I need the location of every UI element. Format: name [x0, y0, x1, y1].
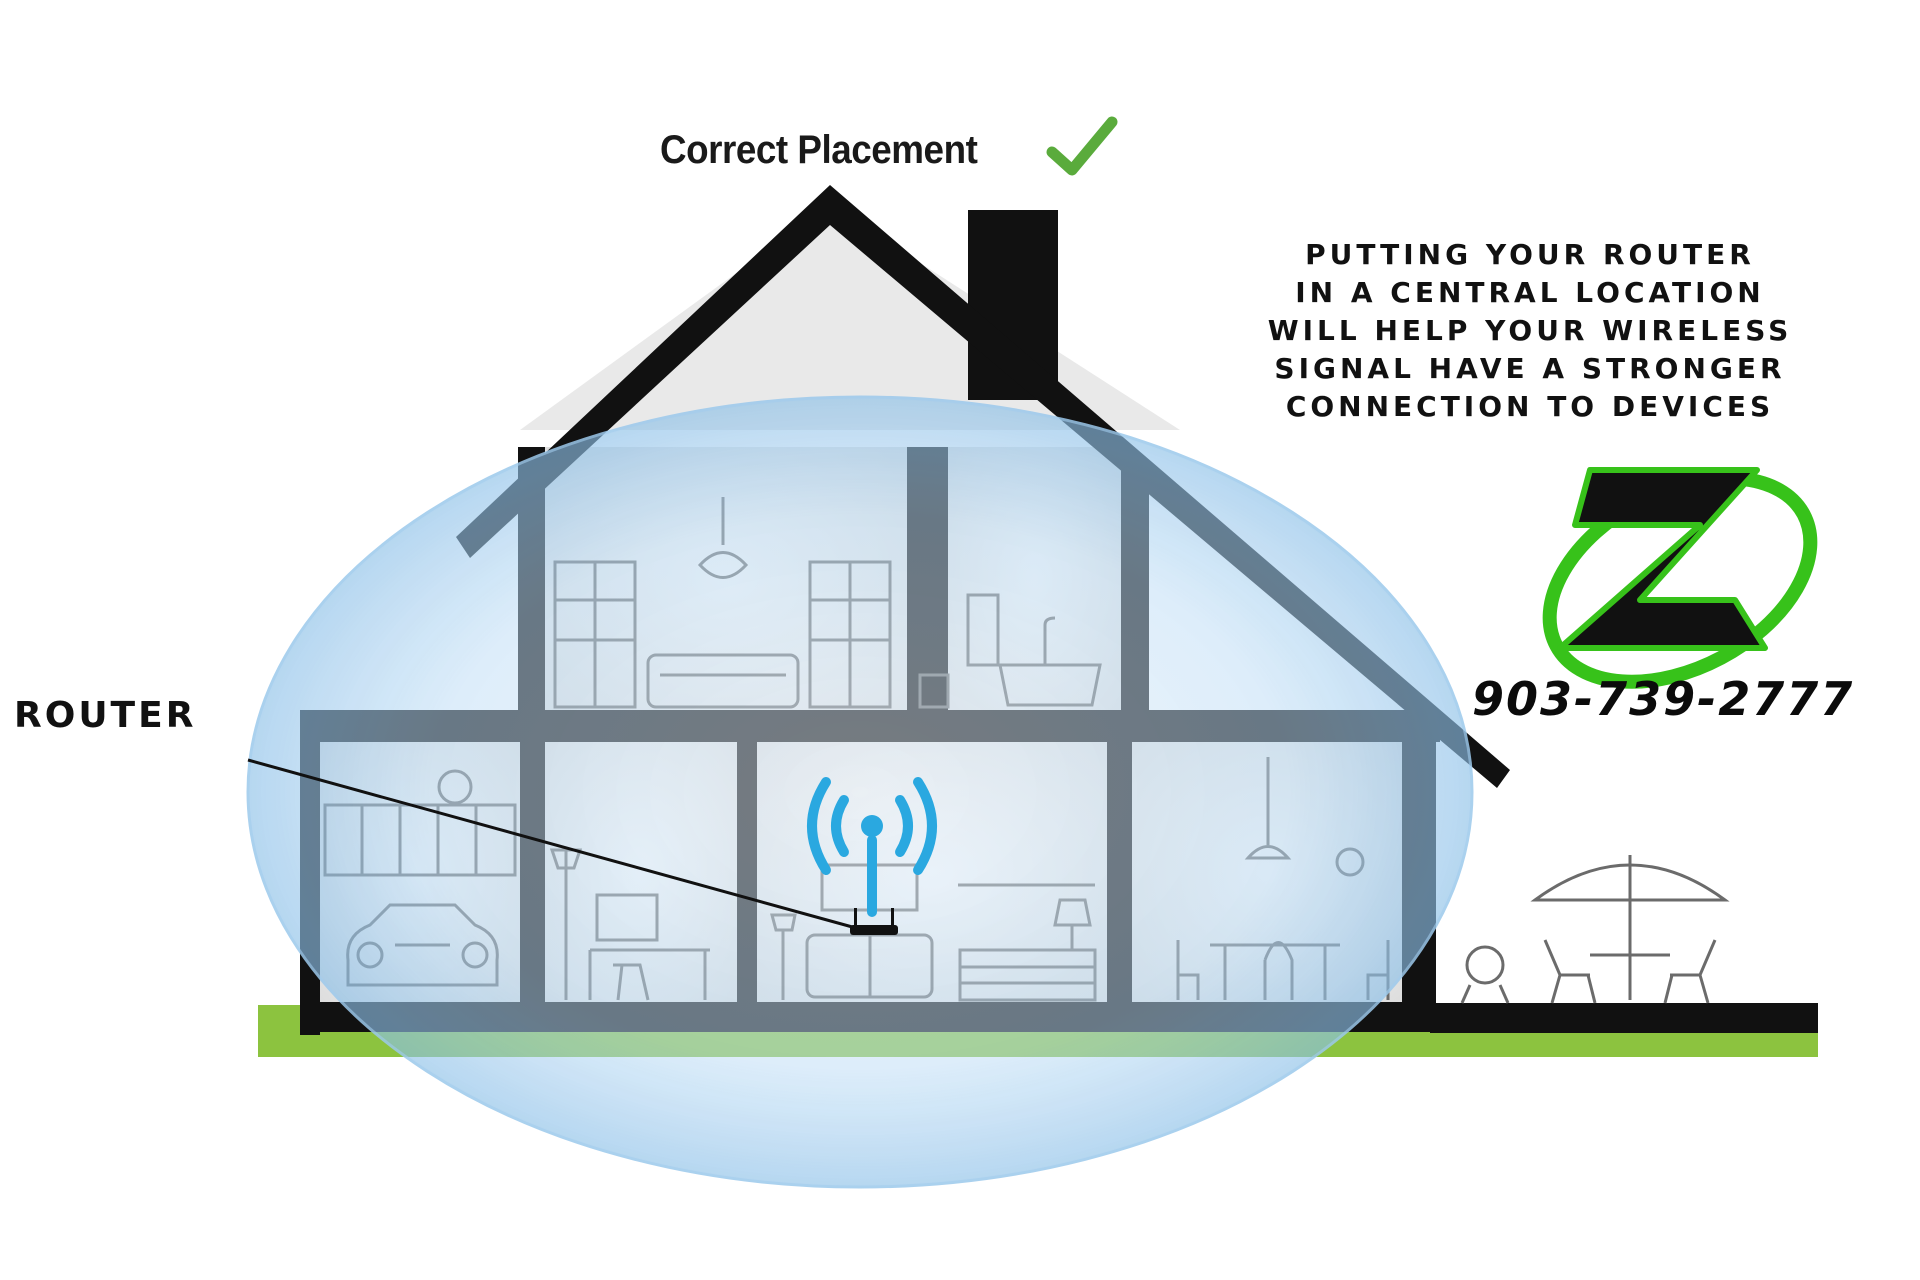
tip-line: SIGNAL HAVE A STRONGER — [1274, 352, 1786, 385]
router-label: ROUTER — [14, 695, 197, 736]
page-title: Correct Placement — [660, 128, 978, 172]
tip-line: PUTTING YOUR ROUTER — [1305, 238, 1755, 271]
tip-line: IN A CENTRAL LOCATION — [1295, 276, 1765, 309]
signal-coverage-area — [246, 395, 1474, 1189]
router-pointer-line — [247, 758, 857, 930]
phone-number[interactable]: 903-739-2777 — [1472, 672, 1855, 726]
tip-text: PUTTING YOUR ROUTER IN A CENTRAL LOCATIO… — [1210, 236, 1850, 426]
ground-slab — [1430, 1003, 1818, 1033]
logo-icon — [1542, 467, 1818, 689]
wifi-signal-icon — [807, 777, 937, 917]
checkmark-icon — [1046, 116, 1118, 176]
tip-line: CONNECTION TO DEVICES — [1285, 390, 1775, 423]
tip-line: WILL HELP YOUR WIRELESS — [1267, 314, 1793, 347]
router-icon — [850, 908, 898, 935]
